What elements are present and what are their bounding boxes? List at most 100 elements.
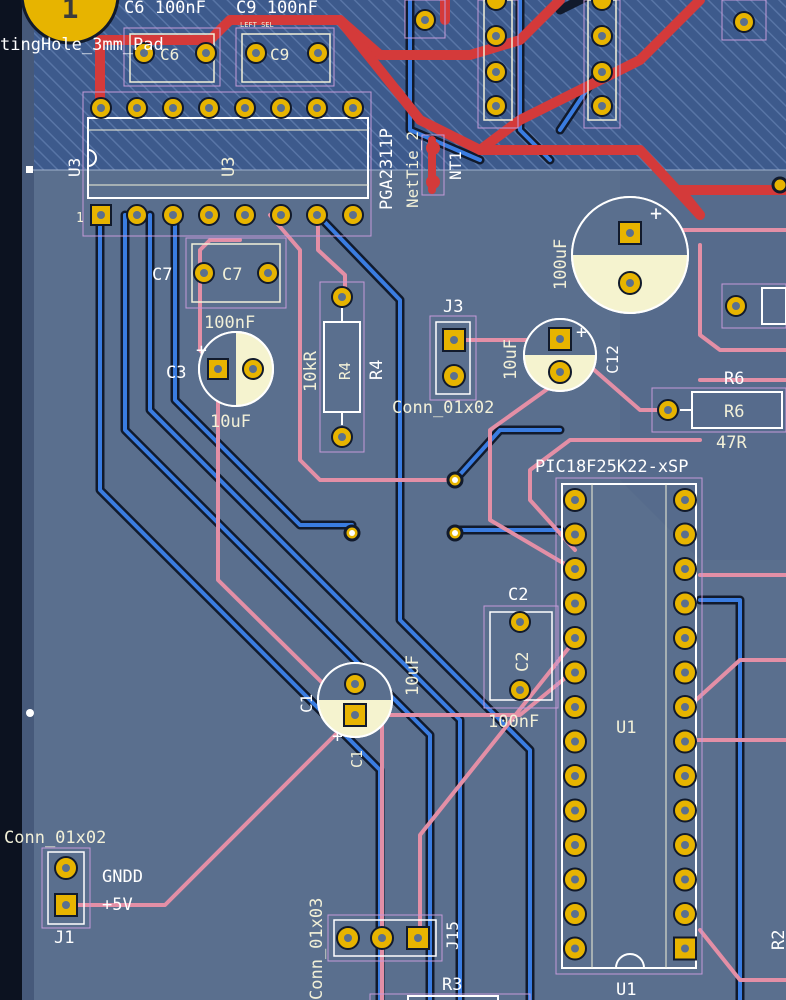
label-j3-value: Conn_01x02 bbox=[392, 398, 494, 418]
label-c2: C2 bbox=[508, 585, 528, 605]
corner-marker bbox=[26, 166, 33, 173]
u1-pad-hole bbox=[681, 841, 689, 849]
label-u3: U3 bbox=[219, 157, 239, 177]
u1-pad-hole bbox=[681, 703, 689, 711]
footprint-r4[interactable] bbox=[319, 281, 365, 453]
footprint-nt1[interactable] bbox=[421, 134, 445, 196]
label-mounting-hole: tingHole_3mm_Pad bbox=[0, 35, 164, 55]
label-j1-value: Conn_01x02 bbox=[4, 828, 106, 848]
u1-pad-hole bbox=[571, 841, 579, 849]
vias bbox=[343, 176, 786, 542]
label-j15-value: Conn_01x03 bbox=[307, 898, 327, 1000]
footprint-j3[interactable] bbox=[429, 315, 477, 401]
footprint-j15[interactable] bbox=[327, 914, 443, 962]
front-copper-tracks bbox=[95, 0, 786, 220]
u1-pad-hole bbox=[681, 496, 689, 504]
footprint-header-top-c[interactable] bbox=[583, 0, 621, 129]
label-r6-body: R6 bbox=[724, 402, 744, 422]
label-u1-bottom: U1 bbox=[616, 980, 636, 1000]
u1-pad-hole bbox=[571, 668, 579, 677]
label-c7-value: 100nF bbox=[204, 313, 255, 333]
footprint-c5[interactable] bbox=[571, 196, 689, 314]
u1-pad-hole bbox=[571, 565, 579, 573]
label-u1: U1 bbox=[616, 718, 636, 738]
label-u3-value: PGA2311P bbox=[377, 128, 397, 210]
signal-tracks bbox=[63, 213, 786, 1000]
u1-pad-hole bbox=[571, 875, 579, 884]
label-r6-value: 47R bbox=[716, 433, 747, 453]
board-outer-edge bbox=[0, 0, 22, 1000]
u1-pad-hole bbox=[681, 634, 689, 642]
u1-pad-hole bbox=[571, 944, 579, 953]
label-c9-top: C9 100nF bbox=[236, 0, 318, 18]
label-c12-plus: + bbox=[576, 322, 587, 343]
label-j1: J1 bbox=[54, 928, 74, 948]
u1-pad-hole bbox=[571, 496, 579, 504]
u1-pad-hole bbox=[681, 944, 689, 953]
footprint-c6[interactable] bbox=[123, 27, 221, 87]
footprint-right-partial[interactable] bbox=[721, 283, 786, 329]
footprint-header-top-b[interactable] bbox=[477, 0, 519, 129]
u3-pads bbox=[90, 97, 364, 226]
u1-pad-hole bbox=[681, 565, 689, 573]
label-plus5v: +5V bbox=[102, 895, 133, 915]
label-tiny-sel: LEFT SEL bbox=[240, 21, 274, 29]
label-r4-body: R4 bbox=[336, 362, 354, 380]
footprint-c2[interactable] bbox=[483, 605, 559, 709]
label-c9: C9 bbox=[270, 45, 289, 64]
label-c1-plus: + bbox=[332, 726, 343, 747]
footprint-c12[interactable] bbox=[523, 318, 597, 392]
u1-pad-hole bbox=[571, 910, 579, 918]
label-c7-left: C7 bbox=[152, 265, 172, 285]
footprint-c9[interactable] bbox=[235, 27, 335, 87]
footprint-r6[interactable] bbox=[651, 387, 786, 433]
label-c3-value: 10uF bbox=[210, 412, 251, 432]
u1-pad-hole bbox=[571, 806, 579, 815]
label-c5-value: 100uF bbox=[551, 239, 571, 290]
label-r3: R3 bbox=[442, 975, 462, 995]
footprint-header-top-a[interactable] bbox=[404, 0, 446, 39]
footprint-c1[interactable] bbox=[317, 662, 393, 738]
u1-pad-hole bbox=[571, 599, 579, 608]
label-c3: C3 bbox=[166, 363, 186, 383]
u1-pad-hole bbox=[681, 910, 689, 918]
board-edge-strip bbox=[22, 0, 34, 1000]
u1-pad-hole bbox=[571, 703, 579, 711]
label-c3-plus: + bbox=[196, 340, 207, 361]
label-nt1: NT1 bbox=[446, 151, 465, 180]
label-j15: J15 bbox=[443, 921, 462, 950]
label-j3: J3 bbox=[443, 297, 463, 317]
u1-pad-hole bbox=[571, 772, 579, 780]
label-r4: R4 bbox=[367, 360, 387, 380]
u1-pad-hole bbox=[681, 668, 689, 677]
footprint-c7[interactable] bbox=[185, 237, 287, 309]
svg-text:1: 1 bbox=[62, 0, 79, 25]
u1-pad-hole bbox=[681, 599, 689, 608]
label-u3-left: U3 bbox=[65, 158, 84, 177]
footprint-r3[interactable] bbox=[369, 993, 531, 1000]
footprint-c3[interactable] bbox=[198, 331, 274, 407]
u1-pad-hole bbox=[571, 634, 579, 642]
footprint-header-top-d[interactable] bbox=[721, 0, 767, 41]
mounting-hole[interactable]: 1 bbox=[20, 0, 120, 45]
label-c1: C1 bbox=[297, 694, 316, 713]
u1-pad-hole bbox=[681, 772, 689, 780]
label-c5-plus: + bbox=[650, 201, 662, 225]
label-r4-value: 10kR bbox=[301, 350, 321, 392]
label-u3-pin1: 1 bbox=[76, 211, 84, 226]
label-r2: R2 bbox=[769, 930, 786, 950]
label-c6-top: C6 100nF bbox=[124, 0, 206, 18]
label-c12-value: 10uF bbox=[501, 339, 521, 380]
label-c6: C6 bbox=[160, 45, 179, 64]
u1-pad-hole bbox=[681, 530, 689, 539]
footprint-u1[interactable] bbox=[555, 477, 703, 975]
footprint-u3[interactable] bbox=[82, 91, 372, 237]
label-c12: C12 bbox=[603, 345, 622, 374]
footprint-j1[interactable] bbox=[41, 847, 91, 929]
u1-pads bbox=[563, 488, 697, 961]
edge-marker bbox=[26, 709, 34, 717]
u1-pad-hole bbox=[571, 737, 579, 746]
label-c2-body: C2 bbox=[513, 652, 533, 672]
u1-pad-hole bbox=[681, 875, 689, 884]
